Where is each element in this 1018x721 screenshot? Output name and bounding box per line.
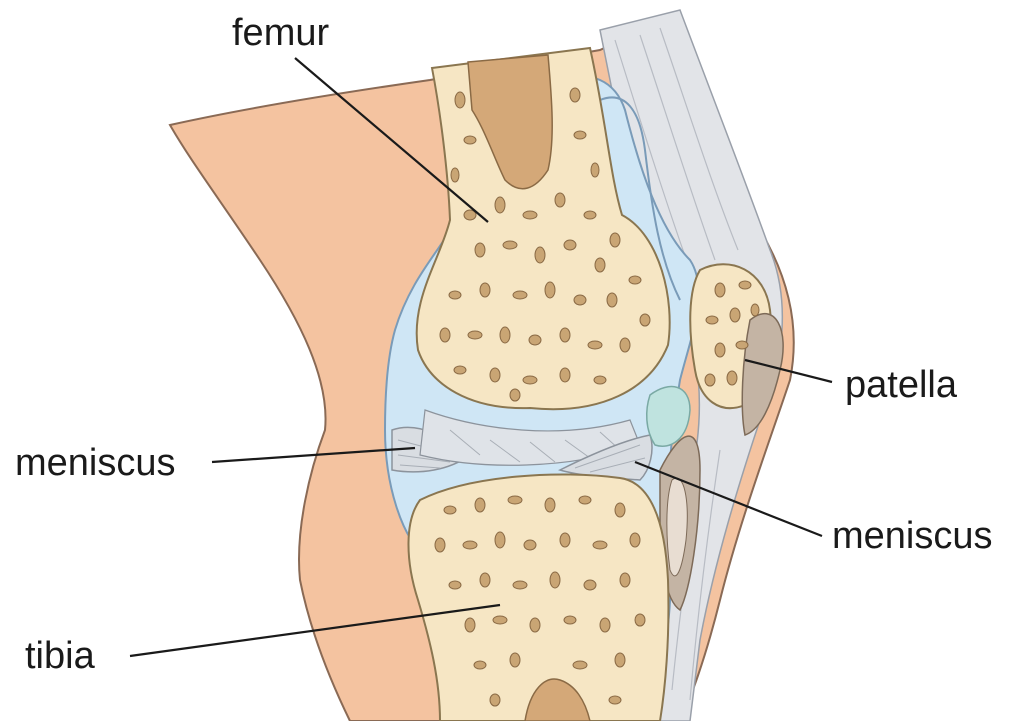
patella-label: patella <box>845 364 958 406</box>
tibia-label: tibia <box>25 635 96 677</box>
femur-label: femur <box>232 12 329 54</box>
meniscus-left-label: meniscus <box>15 442 176 484</box>
tibia-bone <box>408 474 668 721</box>
meniscus-right-label: meniscus <box>832 515 993 557</box>
